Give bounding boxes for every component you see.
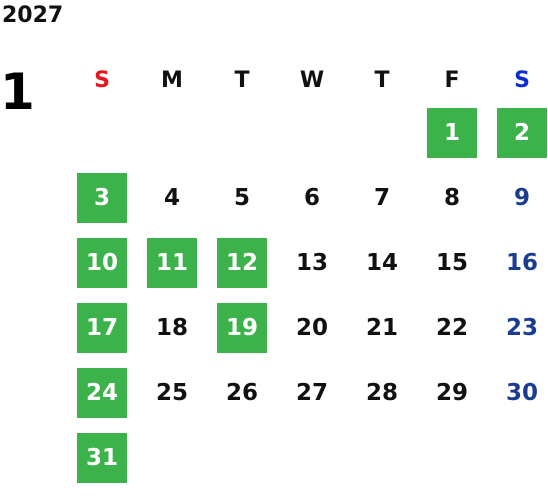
- calendar-day[interactable]: 26: [225, 379, 258, 406]
- calendar-cell: 7: [347, 165, 417, 230]
- calendar-cell-empty: [487, 425, 548, 490]
- calendar-cell: 16: [487, 230, 548, 295]
- calendar-day-highlighted[interactable]: 12: [217, 237, 267, 288]
- calendar-day-highlighted[interactable]: 1: [427, 107, 477, 158]
- calendar-cell: 19: [207, 295, 277, 360]
- calendar-day[interactable]: 14: [365, 249, 398, 276]
- calendar-day[interactable]: 15: [435, 249, 468, 276]
- calendar-cell-empty: [347, 425, 417, 490]
- calendar-cell: 17: [67, 295, 137, 360]
- calendar-cell: 11: [137, 230, 207, 295]
- calendar-cell-empty: [207, 425, 277, 490]
- calendar-day[interactable]: 29: [435, 379, 468, 406]
- calendar-cell: 24: [67, 360, 137, 425]
- calendar-day-highlighted[interactable]: 19: [217, 302, 267, 353]
- calendar-cell-empty: [137, 100, 207, 165]
- calendar-cell-empty: [137, 425, 207, 490]
- calendar-cell-empty: [277, 100, 347, 165]
- calendar-day[interactable]: 28: [365, 379, 398, 406]
- calendar-cell: 14: [347, 230, 417, 295]
- calendar-cell: 30: [487, 360, 548, 425]
- calendar-day[interactable]: 16: [505, 249, 538, 276]
- calendar-cell: 28: [347, 360, 417, 425]
- calendar-day[interactable]: 7: [373, 184, 390, 211]
- calendar-cell: 2: [487, 100, 548, 165]
- calendar-cell: 3: [67, 165, 137, 230]
- calendar-cell: 29: [417, 360, 487, 425]
- calendar-cell-empty: [347, 100, 417, 165]
- calendar-cell: 4: [137, 165, 207, 230]
- calendar-day[interactable]: 21: [365, 314, 398, 341]
- calendar-cell: 31: [67, 425, 137, 490]
- calendar-month: 1: [0, 63, 35, 121]
- calendar-day-highlighted[interactable]: 11: [147, 237, 197, 288]
- calendar-day[interactable]: 22: [435, 314, 468, 341]
- calendar-cell: 18: [137, 295, 207, 360]
- calendar-day[interactable]: 13: [295, 249, 328, 276]
- calendar-cell: 6: [277, 165, 347, 230]
- calendar-cell: 10: [67, 230, 137, 295]
- weekday-header-thu: T: [374, 67, 390, 93]
- calendar-cell: 13: [277, 230, 347, 295]
- calendar-cell: 22: [417, 295, 487, 360]
- calendar-day[interactable]: 25: [155, 379, 188, 406]
- calendar-day[interactable]: 27: [295, 379, 328, 406]
- weekday-header-fri: F: [444, 67, 460, 93]
- weekday-header-wed: W: [299, 67, 325, 93]
- calendar-cell: 23: [487, 295, 548, 360]
- calendar-cell-empty: [417, 425, 487, 490]
- calendar-cell: 26: [207, 360, 277, 425]
- weekday-header-mon: M: [161, 67, 183, 93]
- weekday-header-sat: S: [514, 67, 530, 93]
- calendar-cell: 12: [207, 230, 277, 295]
- weekday-header-tue: T: [234, 67, 250, 93]
- calendar-day[interactable]: 18: [155, 314, 188, 341]
- calendar-cell-empty: [207, 100, 277, 165]
- calendar-cell-empty: [277, 425, 347, 490]
- calendar-day[interactable]: 20: [295, 314, 328, 341]
- calendar-year: 2027: [2, 3, 64, 28]
- calendar-cell: 25: [137, 360, 207, 425]
- calendar-cell: 1: [417, 100, 487, 165]
- calendar-day[interactable]: 4: [163, 184, 180, 211]
- calendar-cell: 15: [417, 230, 487, 295]
- calendar-day[interactable]: 5: [233, 184, 250, 211]
- calendar-day-highlighted[interactable]: 3: [77, 172, 127, 223]
- calendar-day[interactable]: 30: [505, 379, 538, 406]
- calendar-cell: 8: [417, 165, 487, 230]
- calendar-day-highlighted[interactable]: 24: [77, 367, 127, 418]
- calendar-cell: 27: [277, 360, 347, 425]
- calendar-cell: 5: [207, 165, 277, 230]
- calendar-day-highlighted[interactable]: 10: [77, 237, 127, 288]
- calendar-day-highlighted[interactable]: 2: [497, 107, 547, 158]
- calendar-cell: 9: [487, 165, 548, 230]
- calendar-day[interactable]: 23: [505, 314, 538, 341]
- calendar-cell: 20: [277, 295, 347, 360]
- calendar-day[interactable]: 9: [513, 184, 530, 211]
- weekday-header-sun: S: [94, 67, 110, 93]
- calendar-cell-empty: [67, 100, 137, 165]
- calendar-cell: 21: [347, 295, 417, 360]
- calendar-day[interactable]: 6: [303, 184, 320, 211]
- calendar-day-highlighted[interactable]: 17: [77, 302, 127, 353]
- calendar-day[interactable]: 8: [443, 184, 460, 211]
- calendar-day-highlighted[interactable]: 31: [77, 432, 127, 483]
